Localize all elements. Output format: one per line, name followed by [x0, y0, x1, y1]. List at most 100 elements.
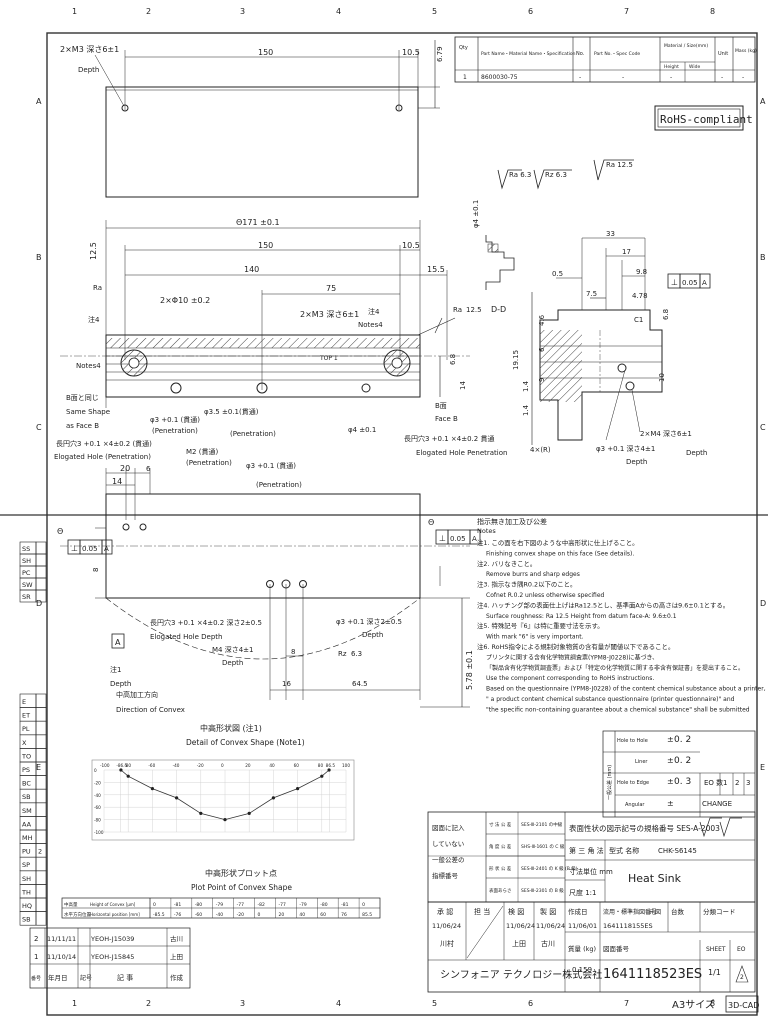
top-view: 2×M3 深さ6±1 Depth 150 10.5 6.79 — [60, 40, 444, 198]
sec-perp: ⊥ — [671, 278, 678, 287]
side-code: PU — [22, 848, 31, 856]
x-tick: 0 — [221, 763, 224, 768]
sec-dim-19-15: 19.15 — [512, 350, 520, 370]
plan-tol-left: 0.05 — [82, 545, 98, 553]
plan-dim-8: 8 — [92, 568, 100, 572]
std-k1: 寸 法 公 差 — [489, 821, 512, 828]
pt-row2-label: 水平方向位置 — [64, 911, 91, 918]
zone-col-8: 8 — [710, 7, 715, 16]
sec-dim-7-5: 7.5 — [586, 290, 597, 298]
note-line: Remove burrs and sharp edges — [486, 571, 580, 578]
pl-qty: 1 — [463, 74, 467, 81]
sec-perp-tol: 0.05 — [682, 279, 698, 287]
plan-dim-14: 14 — [112, 477, 122, 486]
gt-r3-sym: ± — [667, 777, 674, 786]
zone-row-E: E — [36, 763, 41, 772]
pt-row1-label: 中高量 — [64, 901, 78, 908]
front-dim-150: 150 — [258, 241, 273, 250]
front-same-jp: B面と同じ — [66, 394, 99, 402]
front-elong2-en: Elogated Hole Penetration — [416, 449, 507, 457]
rev-no: YEOH-J15039 — [90, 935, 134, 943]
front-ra-right-val: 12.5 — [466, 306, 482, 314]
x-tick: 20 — [245, 763, 251, 768]
pt-height: -79 — [299, 902, 306, 908]
front-dim-75: 75 — [326, 284, 336, 293]
pl-h-qty: Qty — [459, 45, 468, 51]
sec-pen-depth: Depth — [626, 458, 647, 466]
front-same-en: Same Shape — [66, 408, 110, 416]
front-notes4: Notes4 — [76, 362, 101, 370]
note-line: 注5. 特殊記号『6』は特に重要寸法を示す。 — [477, 621, 604, 630]
plan-m4: M4 深さ4±1 — [212, 645, 254, 654]
side-code: MH — [22, 834, 33, 842]
pl-mass: - — [742, 74, 744, 81]
ap-label-4: 製 図 — [540, 907, 556, 916]
side-code: AA — [22, 820, 32, 828]
rev-num: 2 — [34, 935, 38, 943]
plan-dim-6: 6 — [146, 465, 151, 473]
ap-name-1: 川村 — [440, 939, 454, 948]
note-line: 注1. この面を右下図のような中高形状に仕上げること。 — [477, 538, 639, 547]
plan-m2-en: (Penetration) — [186, 459, 232, 467]
side-code-value: 2 — [38, 848, 42, 856]
plan-view: Θ ⊥ 0.05 A Θ ⊥ 0.05 A M2 (貫通) (Penetrati… — [57, 447, 481, 714]
pb-drawing-no: 1641118523ES — [603, 967, 702, 982]
ap-name-4: 古川 — [541, 939, 555, 948]
pl-part: 8600030-75 — [481, 74, 518, 81]
std-unit: 寸法単位 mm — [569, 867, 613, 876]
note-line: 注6. RoHS指令による規制対象物質の含有量が閾値以下であること。 — [477, 642, 674, 651]
plan-dim-64-5: 64.5 — [352, 680, 368, 688]
note-line: プリンタに関する含有化学物質調査票(YPM8-J0228)に基づき、 — [486, 653, 658, 661]
pl-h-material: Material / Size(mm) — [664, 43, 708, 49]
approvals-block: 承 認 担 当 検 図 製 図 11/06/24 11/06/24 11/06/… — [427, 901, 756, 993]
y-tick: -80 — [94, 818, 101, 823]
rev-h-sym: 記号 — [80, 974, 92, 982]
parts-list-table: Qty Part Name・Material Name・Specificatio… — [454, 36, 757, 83]
pt-position: 85.5 — [362, 912, 372, 918]
note-line: Based on the questionnaire (YPM8-J0228) … — [486, 686, 766, 693]
side-code: SP — [22, 861, 30, 869]
plan-dim-5-78: 5.78 ±0.1 — [465, 650, 474, 690]
side-code: X — [22, 739, 27, 747]
plan-tol-right: 0.05 — [450, 535, 466, 543]
ap-label-3: 検 図 — [508, 907, 524, 916]
plan-elong-en: Elogated Hole Depth — [150, 633, 222, 641]
sec-dim-17: 17 — [622, 248, 631, 256]
std-name: Heat Sink — [628, 872, 682, 885]
convex-point — [119, 768, 123, 772]
std-model-val: CHK-S6145 — [658, 847, 697, 855]
convex-point — [247, 811, 251, 816]
pt-position: 40 — [299, 912, 305, 918]
convex-point — [150, 787, 154, 791]
pl-h-part: Part Name・Material Name・Specification — [481, 51, 576, 57]
std-v1: SES-Ⅲ-2101 の中級 — [521, 821, 563, 828]
paper-size: A3サイズ — [672, 998, 715, 1011]
pt-height: -79 — [216, 902, 223, 908]
sec-pen-phi3: φ3 +0.1 深さ4±1 — [596, 444, 655, 453]
plan-phi3: φ3 +0.1 (貫通) — [246, 461, 296, 470]
pt-position: -76 — [174, 912, 181, 918]
front-holes: 2×Φ10 ±0.2 — [160, 296, 210, 305]
pt-height: -77 — [278, 902, 285, 908]
plan-m4-en: Depth — [222, 659, 243, 667]
pb-eo-val: 2 — [740, 974, 744, 981]
zone-row-C: C — [760, 423, 766, 432]
sec-perp-ref: A — [702, 279, 707, 287]
std-k3: 形 状 公 差 — [489, 865, 512, 872]
zone-col-2: 2 — [146, 7, 151, 16]
plan-direction-en: Direction of Convex — [116, 706, 185, 714]
side-code: PL — [22, 725, 30, 733]
front-pen2-en: (Penetration) — [230, 430, 276, 438]
pt-position: 60 — [320, 912, 326, 918]
zone-col-1: 1 — [72, 999, 77, 1008]
pl-h-partno: Part No.・Spec Code — [594, 51, 640, 57]
zone-col-3: 3 — [240, 7, 245, 16]
top-callout: 2×M3 深さ6±1 — [60, 45, 119, 54]
note-line: "the specific non-containing guarantee a… — [486, 706, 750, 713]
zone-row-A: A — [36, 97, 42, 106]
side-code: SB — [22, 916, 31, 924]
side-code: SH — [22, 557, 31, 565]
